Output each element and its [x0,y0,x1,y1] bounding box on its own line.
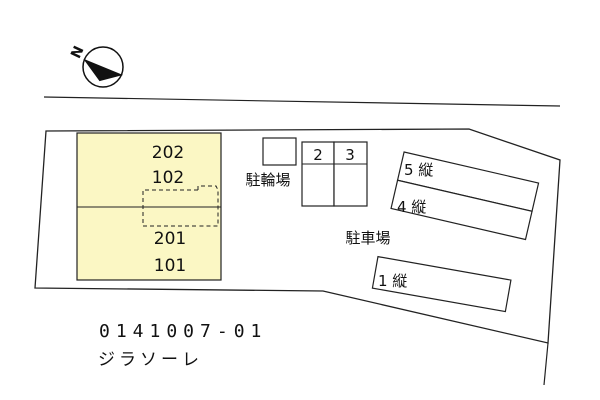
parking-space-1 [371,255,512,313]
unit-201-label: 201 [154,229,186,249]
parking-space-4-label: 4 縦 [397,198,426,216]
building: 202 102 201 101 [76,132,222,281]
parking-spaces-4-5 [390,151,540,241]
unit-101-label: 101 [154,256,186,276]
parking-space-1-label: 1 縦 [378,272,407,290]
road-boundary-line [43,96,561,107]
bicycle-parking-box [262,137,297,166]
entrance-outline [197,185,219,227]
north-arrow-icon: N [68,44,124,88]
parking-space-5-label: 5 縦 [404,161,433,179]
parking-space-3 [333,141,368,207]
property-name: ジラソーレ [98,350,203,370]
parking-space-4 [390,179,533,241]
boundary-extension-line [543,342,549,386]
parking-space-3-label: 3 [345,146,355,164]
bicycle-parking-label: 駐輪場 [245,171,290,189]
parking-spaces-2-3: 2 3 [301,141,368,207]
parking-space-1-group [371,255,512,313]
parking-space-2-label: 2 [313,146,323,164]
parking-space-2 [301,141,335,207]
dashed-outline [142,189,198,227]
unit-202-label: 202 [152,143,184,163]
property-code: 0141007-01 [99,321,268,342]
unit-102-label: 102 [152,168,184,188]
parking-lot-label: 駐車場 [345,229,390,247]
